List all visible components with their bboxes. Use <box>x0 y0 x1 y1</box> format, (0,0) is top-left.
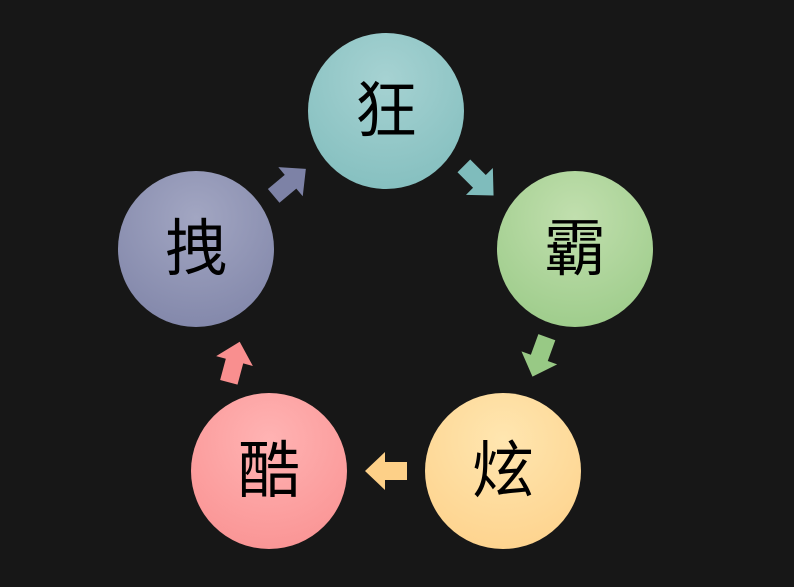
node-ku: 酷 <box>191 393 347 549</box>
arrow-zhuai-to-kuang <box>267 167 306 203</box>
node-xuan-label: 炫 <box>471 434 534 507</box>
arrow-xuan-to-ku-shape <box>365 452 407 490</box>
node-zhuai: 拽 <box>118 171 274 327</box>
arrow-kuang-to-ba <box>457 159 494 196</box>
arrow-ba-to-xuan <box>521 334 558 377</box>
arrow-zhuai-to-kuang-shape <box>267 167 306 203</box>
node-ku-label: 酷 <box>237 434 300 507</box>
arrow-ba-to-xuan-shape <box>521 334 558 377</box>
arrow-kuang-to-ba-shape <box>457 159 494 196</box>
arrow-ku-to-zhuai <box>216 341 253 385</box>
node-xuan: 炫 <box>425 393 581 549</box>
arrow-xuan-to-ku <box>365 452 407 490</box>
node-zhuai-label: 拽 <box>164 212 227 285</box>
arrow-ku-to-zhuai-shape <box>216 341 253 385</box>
node-kuang: 狂 <box>308 33 464 189</box>
node-ba: 霸 <box>497 171 653 327</box>
node-ba-label: 霸 <box>543 212 606 285</box>
node-kuang-label: 狂 <box>354 74 417 147</box>
